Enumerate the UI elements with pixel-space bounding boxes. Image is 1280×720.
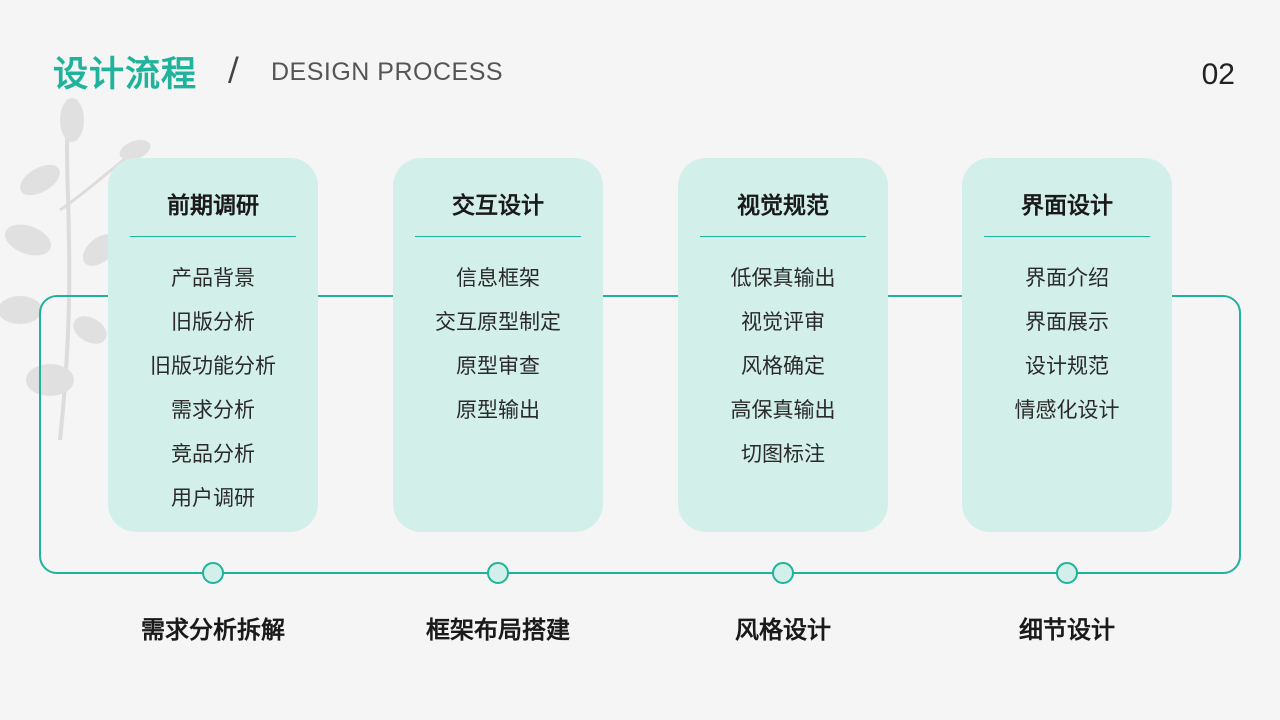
page-title: 设计流程 <box>53 55 198 95</box>
list-item: 情感化设计 <box>1014 398 1120 422</box>
title-separator: / <box>228 50 239 88</box>
timeline-node <box>1056 562 1078 584</box>
list-item: 用户调研 <box>171 486 255 510</box>
list-item: 界面介绍 <box>1025 266 1109 290</box>
stage-item-list: 界面介绍 界面展示 设计规范 情感化设计 <box>962 256 1172 432</box>
card-divider <box>700 236 866 237</box>
stage-card-title: 视觉规范 <box>737 193 829 219</box>
stage-item-list: 低保真输出 视觉评审 风格确定 高保真输出 切图标注 <box>678 256 888 476</box>
list-item: 竞品分析 <box>171 442 255 466</box>
list-item: 原型审查 <box>456 354 540 378</box>
list-item: 原型输出 <box>456 398 540 422</box>
stage-card-research: 前期调研 产品背景 旧版分析 旧版功能分析 需求分析 竞品分析 用户调研 <box>108 158 318 532</box>
list-item: 低保真输出 <box>730 266 836 290</box>
stage-item-list: 信息框架 交互原型制定 原型审查 原型输出 <box>393 256 603 432</box>
list-item: 界面展示 <box>1025 310 1109 334</box>
timeline-node <box>487 562 509 584</box>
card-divider <box>130 236 296 237</box>
card-divider <box>415 236 581 237</box>
list-item: 交互原型制定 <box>435 310 561 334</box>
process-connector-line <box>39 295 1241 574</box>
stage-card-title: 界面设计 <box>1021 193 1113 219</box>
stage-label: 细节设计 <box>1019 616 1115 644</box>
stage-label: 风格设计 <box>735 616 831 644</box>
list-item: 旧版功能分析 <box>150 354 276 378</box>
stage-label: 需求分析拆解 <box>141 616 285 644</box>
list-item: 信息框架 <box>456 266 540 290</box>
stage-card-title: 交互设计 <box>452 193 544 219</box>
list-item: 产品背景 <box>171 266 255 290</box>
foliage-shadow-decoration <box>0 98 151 441</box>
timeline-node <box>772 562 794 584</box>
list-item: 旧版分析 <box>171 310 255 334</box>
list-item: 风格确定 <box>741 354 825 378</box>
list-item: 切图标注 <box>741 442 825 466</box>
card-divider <box>984 236 1150 237</box>
page-subtitle: DESIGN PROCESS <box>271 58 504 86</box>
timeline-node <box>202 562 224 584</box>
stage-card-title: 前期调研 <box>167 193 259 219</box>
stage-card-visual: 视觉规范 低保真输出 视觉评审 风格确定 高保真输出 切图标注 <box>678 158 888 532</box>
list-item: 设计规范 <box>1025 354 1109 378</box>
list-item: 需求分析 <box>171 398 255 422</box>
stage-card-interaction: 交互设计 信息框架 交互原型制定 原型审查 原型输出 <box>393 158 603 532</box>
list-item: 高保真输出 <box>730 398 836 422</box>
stage-label: 框架布局搭建 <box>426 616 570 644</box>
page-number: 02 <box>1201 58 1235 91</box>
list-item: 视觉评审 <box>741 310 825 334</box>
stage-item-list: 产品背景 旧版分析 旧版功能分析 需求分析 竞品分析 用户调研 <box>108 256 318 520</box>
stage-card-interface: 界面设计 界面介绍 界面展示 设计规范 情感化设计 <box>962 158 1172 532</box>
